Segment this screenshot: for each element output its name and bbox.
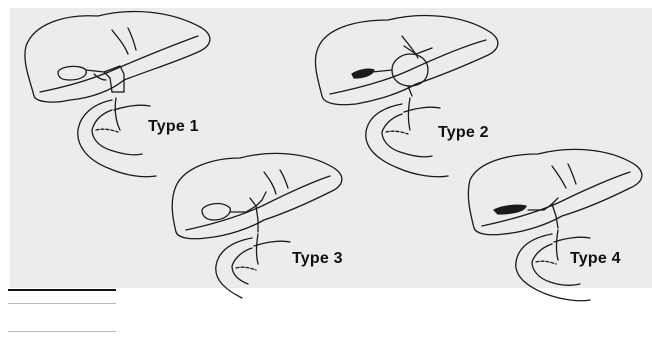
common-bile-duct (557, 230, 559, 260)
cyst (58, 66, 86, 80)
duodenum-loop (366, 104, 448, 177)
bile-duct (404, 46, 432, 54)
liver-diagram-type1 (25, 12, 210, 177)
bile-duct (256, 206, 258, 232)
divider-rule-light (8, 331, 116, 332)
pancreatic-duct (536, 261, 556, 264)
bile-duct (250, 198, 256, 206)
pancreatic-duct (96, 129, 118, 132)
bile-duct (120, 66, 124, 92)
label-type4: Type 4 (570, 250, 621, 268)
duodenum-inner (232, 248, 252, 284)
falciform-ligament (264, 172, 276, 194)
divider-rule-light (8, 303, 116, 304)
pancreas-head (404, 107, 440, 112)
pancreas-head (114, 105, 150, 110)
liver-outline (172, 153, 342, 238)
liver-diagram-type4 (468, 149, 642, 300)
label-type1: Type 1 (148, 118, 199, 136)
common-bile-duct (115, 98, 120, 130)
duodenum-inner (382, 114, 432, 157)
gallbladder-type4 (494, 205, 526, 214)
falciform-ligament (568, 164, 576, 184)
label-type2: Type 2 (438, 124, 489, 142)
label-type3: Type 3 (292, 250, 343, 268)
falciform-ligament (280, 170, 288, 188)
duodenum-loop (78, 100, 156, 177)
cyst (202, 204, 230, 220)
pancreatic-duct (386, 131, 408, 134)
bile-duct (256, 192, 266, 206)
liver-diagram-type2 (315, 16, 497, 177)
bile-duct (552, 204, 558, 228)
divider-rule-dark (8, 289, 116, 291)
pancreatic-duct (236, 267, 256, 270)
falciform-ligament (128, 28, 136, 50)
falciform-ligament (552, 166, 566, 188)
common-bile-duct (409, 98, 411, 130)
gallbladder-type2 (352, 69, 374, 78)
duodenum-inner (92, 110, 142, 155)
bile-duct (230, 206, 256, 212)
bile-duct (372, 70, 392, 72)
pancreas-head (254, 241, 290, 246)
falciform-ligament (112, 30, 128, 54)
common-bile-duct (257, 234, 259, 264)
liver-outline (25, 12, 210, 103)
liver-outline (468, 149, 642, 234)
liver-diagram-type3 (172, 153, 342, 298)
pancreas-head (554, 237, 590, 242)
bile-duct (528, 204, 552, 210)
